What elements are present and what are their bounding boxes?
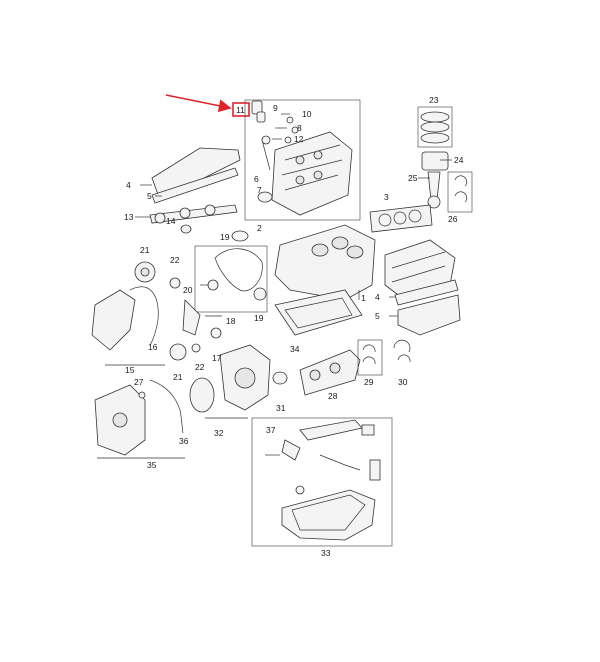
label-29: 29: [364, 377, 374, 387]
cylinder-head: [271, 131, 353, 216]
label-11: 11: [236, 105, 245, 115]
piston: [421, 151, 449, 171]
label-25: 25: [408, 173, 418, 183]
label-26: 26: [448, 214, 458, 224]
oil-pan-group-box: [251, 417, 393, 547]
label-6: 6: [254, 174, 259, 184]
label-17: 17: [212, 353, 222, 363]
label-27: 27: [134, 377, 144, 387]
label-12: 12: [294, 134, 304, 144]
highlight-box: [232, 102, 250, 117]
label-4a: 4: [126, 180, 131, 190]
label-23: 23: [429, 95, 439, 105]
label-33: 33: [321, 548, 331, 558]
label-3: 3: [384, 192, 389, 202]
label-28: 28: [328, 391, 338, 401]
label-36: 36: [179, 436, 189, 446]
label-15: 15: [125, 365, 135, 375]
part-labels: 11 9 10 8 12 7 6 2 4 5 13 14 23 24 25 26…: [124, 95, 464, 558]
label-5a: 5: [147, 191, 152, 201]
label-19b: 19: [254, 313, 264, 323]
timing-cover-rear: [91, 289, 136, 351]
label-22a: 22: [170, 255, 180, 265]
label-18: 18: [226, 316, 236, 326]
label-37: 37: [266, 425, 276, 435]
highlight-arrow: [165, 94, 232, 113]
label-34: 34: [290, 344, 300, 354]
oil-pump-pickup: [299, 419, 363, 441]
label-9: 9: [273, 103, 278, 113]
label-4b: 4: [375, 292, 380, 302]
label-19a: 19: [220, 232, 230, 242]
label-21a: 21: [140, 245, 150, 255]
oil-pan: [281, 489, 376, 541]
label-14: 14: [166, 216, 176, 226]
label-2: 2: [257, 223, 262, 233]
label-13: 13: [124, 212, 134, 222]
head-gasket: [369, 204, 433, 233]
timing-chain: [214, 248, 263, 292]
label-1: 1: [361, 293, 366, 303]
label-21b: 21: [173, 372, 183, 382]
sprocket-21b: [169, 343, 187, 361]
label-5b: 5: [375, 311, 380, 321]
label-20: 20: [183, 285, 193, 295]
engine-block: [274, 224, 376, 301]
label-16: 16: [148, 342, 158, 352]
label-8: 8: [297, 123, 302, 133]
label-22b: 22: [195, 362, 205, 372]
leader-lines: [232, 113, 452, 317]
label-31: 31: [276, 403, 286, 413]
oil-pan-gasket: [274, 289, 363, 336]
label-24: 24: [454, 155, 464, 165]
cylinder-head-group-box: [244, 99, 361, 221]
label-30: 30: [398, 377, 408, 387]
piston-ring: [420, 111, 450, 123]
label-7: 7: [257, 185, 262, 195]
label-10: 10: [302, 109, 312, 119]
rear-main-seal: [189, 377, 215, 413]
label-35: 35: [147, 460, 157, 470]
timing-guide: [129, 286, 159, 346]
label-32: 32: [214, 428, 224, 438]
crankshaft: [299, 349, 361, 396]
